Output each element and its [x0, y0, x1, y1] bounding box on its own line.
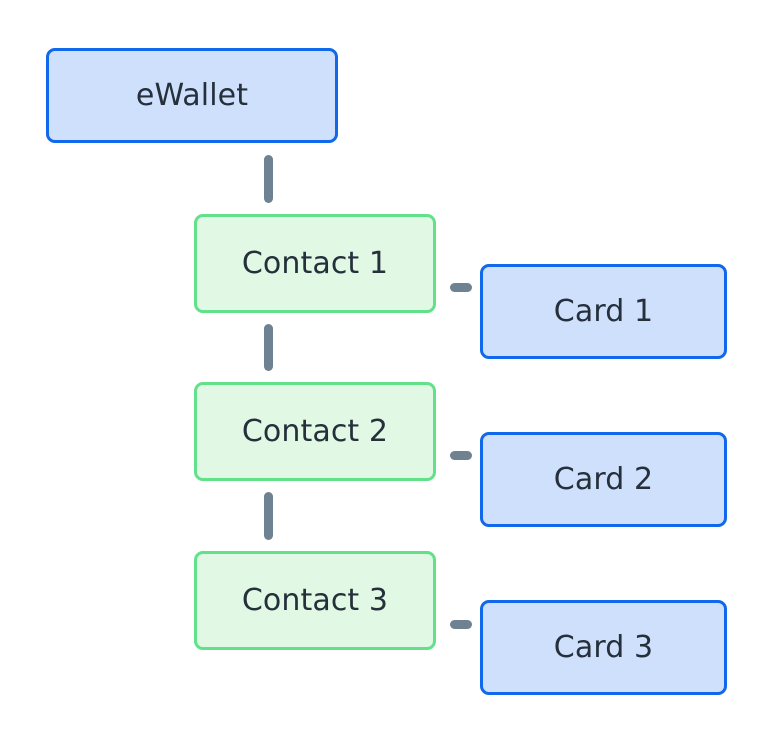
- edge-contact-1-to-contact-2: [264, 324, 273, 371]
- node-contact-2[interactable]: Contact 2: [194, 382, 436, 481]
- node-card-2[interactable]: Card 2: [480, 432, 727, 527]
- node-label: Card 3: [553, 630, 654, 665]
- node-card-3[interactable]: Card 3: [480, 600, 727, 695]
- node-label: Contact 2: [241, 414, 389, 449]
- node-label: Contact 3: [241, 583, 389, 618]
- node-contact-1[interactable]: Contact 1: [194, 214, 436, 313]
- edge-contact-1-to-card-1: [450, 283, 472, 292]
- node-label: Contact 1: [241, 246, 389, 281]
- node-label: Card 1: [553, 294, 654, 329]
- node-label: Card 2: [553, 462, 654, 497]
- node-label: eWallet: [135, 78, 249, 113]
- edge-contact-2-to-contact-3: [264, 492, 273, 540]
- edge-ewallet-to-contact-1: [264, 155, 273, 203]
- edge-contact-3-to-card-3: [450, 620, 472, 629]
- node-ewallet[interactable]: eWallet: [46, 48, 338, 143]
- edge-contact-2-to-card-2: [450, 451, 472, 460]
- node-card-1[interactable]: Card 1: [480, 264, 727, 359]
- node-contact-3[interactable]: Contact 3: [194, 551, 436, 650]
